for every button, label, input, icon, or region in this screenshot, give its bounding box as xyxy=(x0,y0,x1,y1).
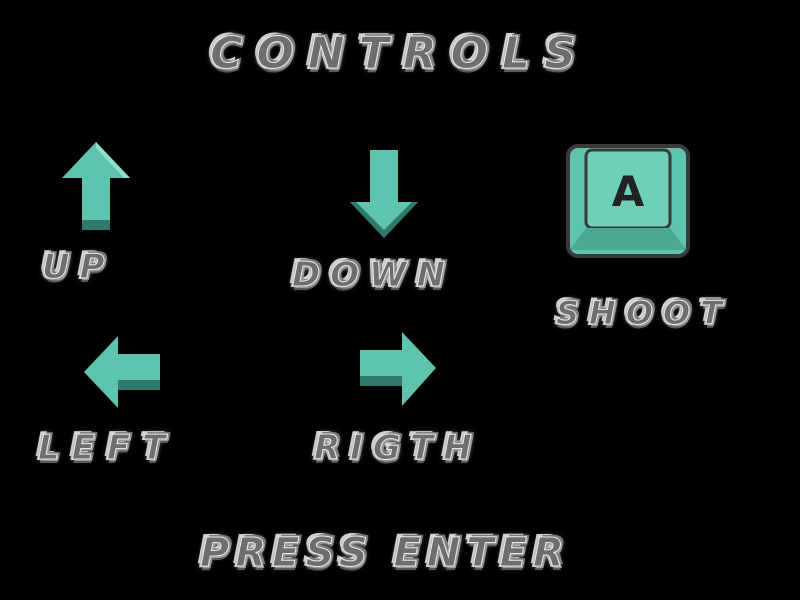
control-label-down: DOWN xyxy=(291,255,456,296)
arrow-right-icon xyxy=(360,332,436,406)
press-enter-prompt[interactable]: PRESS ENTER xyxy=(200,530,570,577)
control-label-left: LEFT xyxy=(37,428,178,469)
arrow-left-icon xyxy=(84,336,160,408)
key-a-letter: A xyxy=(612,167,645,216)
control-label-shoot: SHOOT xyxy=(555,294,733,333)
key-a-icon: A xyxy=(566,144,690,258)
arrow-down-icon xyxy=(350,150,418,238)
arrow-up-icon xyxy=(62,142,130,230)
screen-title: CONTROLS xyxy=(210,28,590,80)
control-label-up: UP xyxy=(42,247,115,288)
control-label-right: RIGTH xyxy=(314,428,482,469)
